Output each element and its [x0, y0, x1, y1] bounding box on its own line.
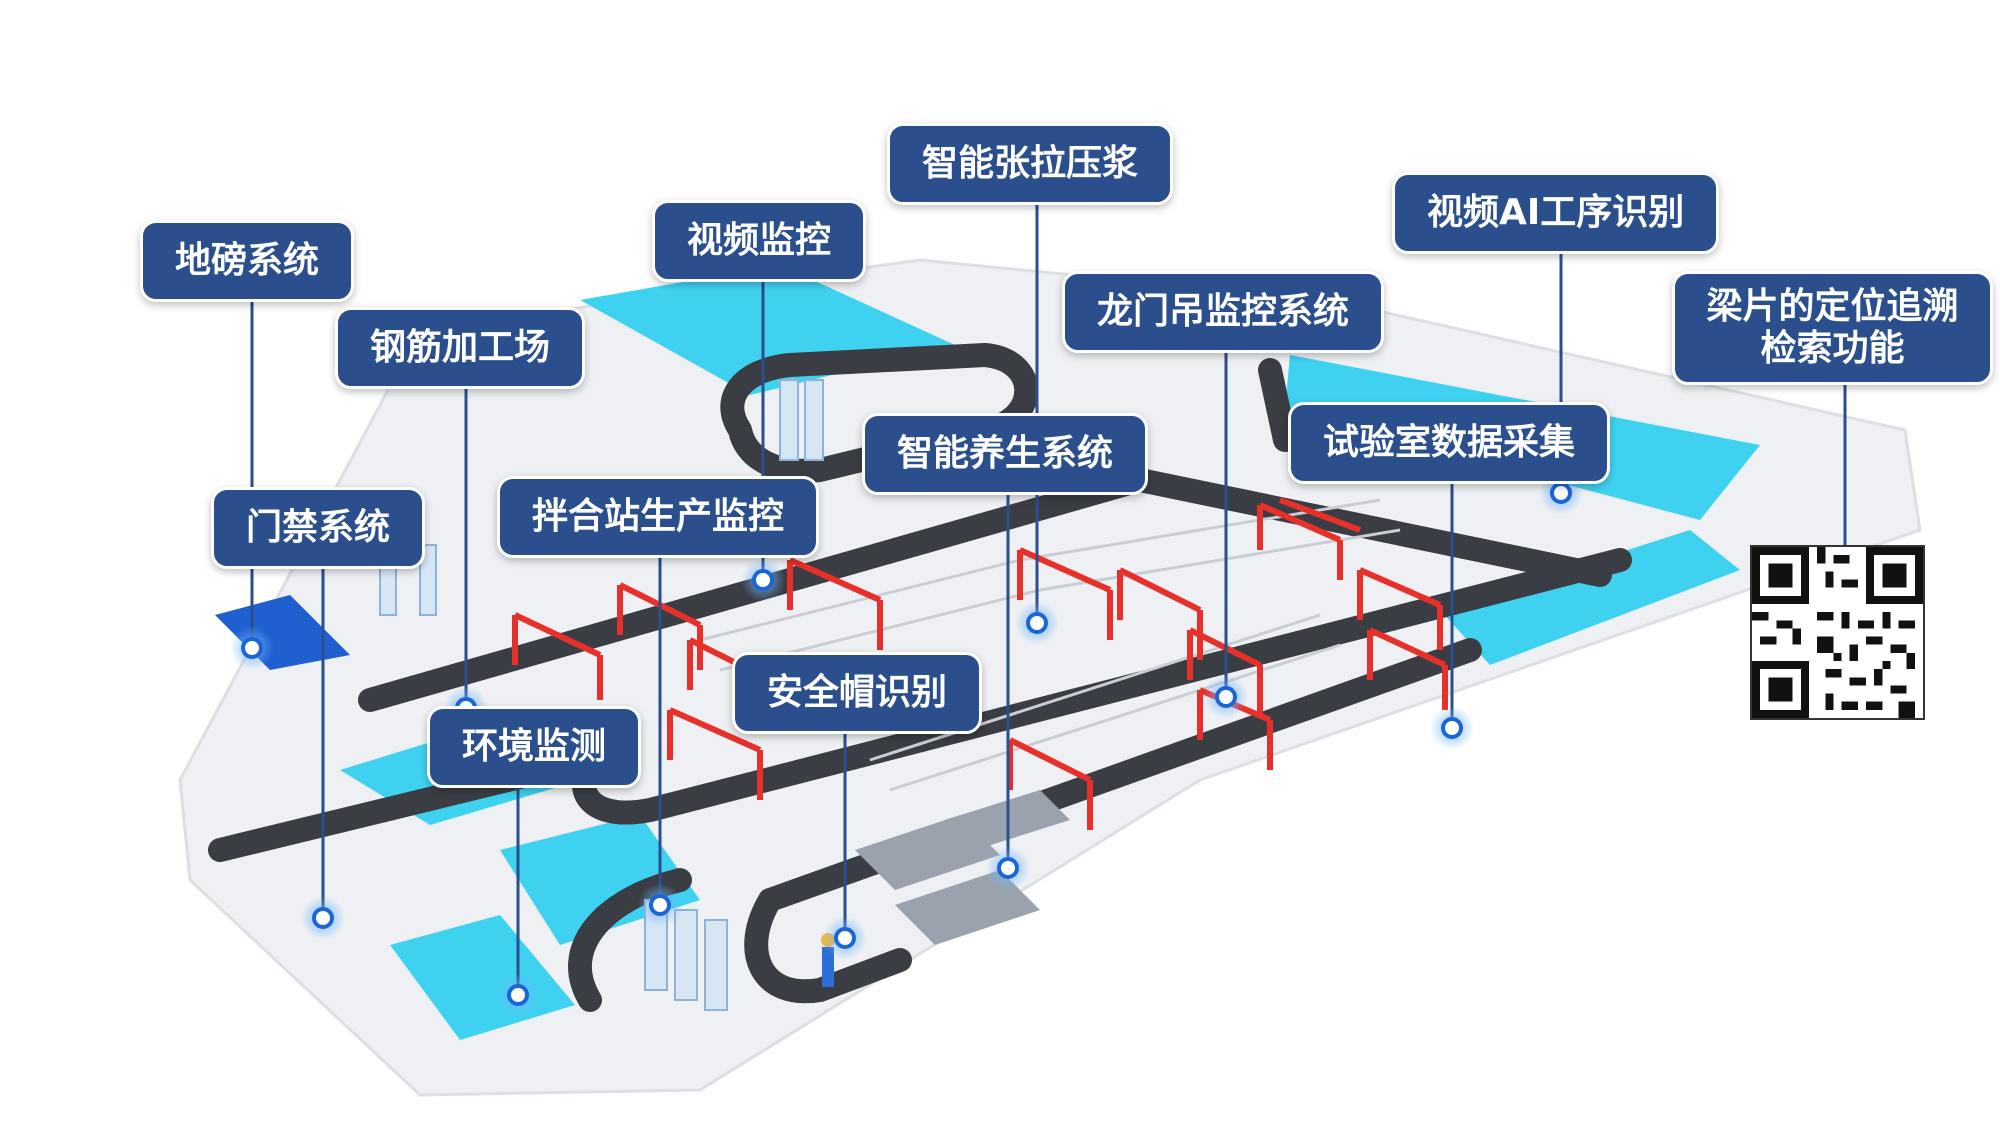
location-pin-icon-gantry: [1204, 675, 1248, 719]
location-pin-icon-environment: [496, 973, 540, 1017]
location-pin-icon-video: [741, 558, 785, 602]
label-weighbridge: 地磅系统: [140, 220, 355, 302]
location-pin-icon-mixing: [638, 883, 682, 927]
label-beam-tracing: 梁片的定位追溯检索功能: [1672, 271, 1993, 385]
label-access-control: 门禁系统: [211, 487, 426, 569]
label-helmet: 安全帽识别: [732, 652, 983, 734]
label-rebar-yard: 钢筋加工场: [335, 307, 586, 389]
qr-code-icon: [1750, 545, 1925, 720]
roof-east-sheds: [1440, 530, 1740, 665]
location-pin-icon-lab: [1430, 706, 1474, 750]
label-video-monitoring: 视频监控: [652, 200, 867, 282]
label-gantry-monitoring: 龙门吊监控系统: [1062, 271, 1385, 353]
entrance-pad: [215, 595, 350, 670]
label-curing-system: 智能养生系统: [862, 413, 1149, 495]
label-tension-grouting: 智能张拉压浆: [887, 123, 1174, 205]
label-mixing-station: 拌合站生产监控: [497, 476, 820, 558]
location-pin-icon-helmet: [823, 916, 867, 960]
location-pin-icon-weighbridge: [230, 626, 274, 670]
gantry-cranes: [512, 497, 1448, 830]
label-lab-data: 试验室数据采集: [1288, 402, 1611, 484]
location-pin-icon-tension: [1015, 601, 1059, 645]
label-video-ai: 视频AI工序识别: [1392, 172, 1720, 254]
location-pin-icon-access: [301, 896, 345, 940]
location-pin-icon-curing: [986, 846, 1030, 890]
label-environment: 环境监测: [427, 706, 642, 788]
